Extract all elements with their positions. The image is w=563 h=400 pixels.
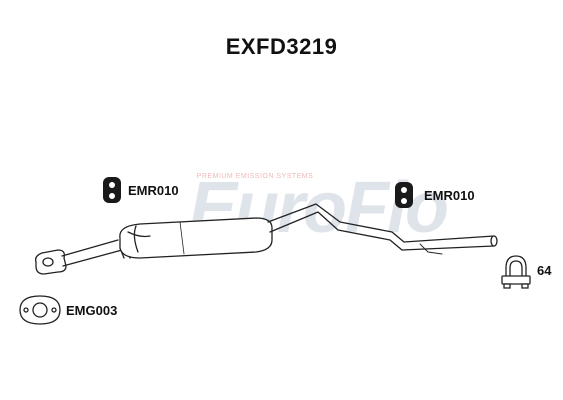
watermark-tagline: PREMIUM EMISSION SYSTEMS [197,173,314,180]
part-label-hanger-left: EMR010 [128,183,179,198]
flange-gasket-icon [19,295,61,325]
part-number-title: EXFD3219 [225,34,338,59]
rubber-hanger-icon [395,182,413,208]
part-label-gasket: EMG003 [66,303,118,318]
rubber-hanger-icon [103,177,121,203]
u-bolt-clamp-icon [501,255,531,289]
exhaust-silencer-pipe-icon [34,203,498,275]
part-label-clamp: 64 [537,263,552,278]
part-label-hanger-right: EMR010 [424,188,475,203]
